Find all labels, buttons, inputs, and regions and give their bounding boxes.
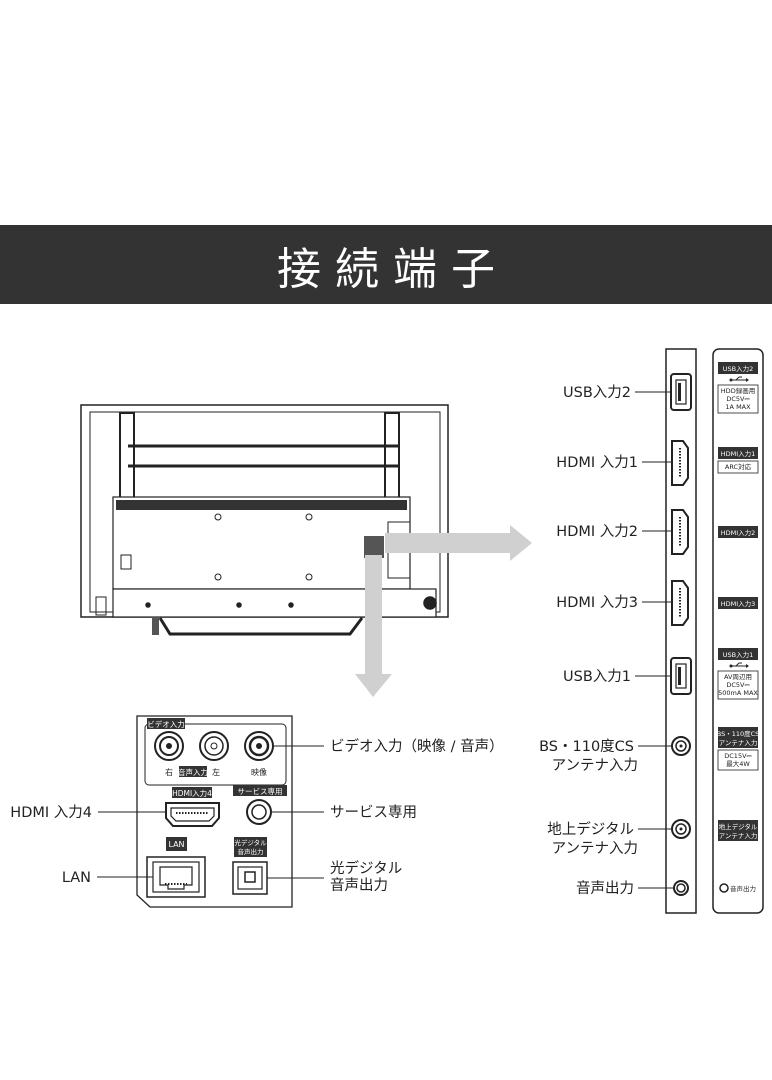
title-banner: 接続端子 <box>0 225 772 304</box>
audio-callout-label: 音声出力 <box>576 879 634 897</box>
optical-tag-line2: 音声出力 <box>238 847 264 856</box>
rca-left-label: 左 <box>212 767 220 777</box>
hdmi3-port <box>671 580 689 626</box>
video-in-tag: ビデオ入力 <box>147 719 185 729</box>
usb1-badge-title: USB入力1 <box>723 650 753 659</box>
service-jack <box>246 799 272 825</box>
hdmi4-port <box>165 802 220 827</box>
callout-hdmi4: HDMI 入力4 <box>10 804 92 821</box>
optical-port <box>232 861 268 895</box>
hdmi2-badge: HDMI入力2 <box>718 526 758 538</box>
hdmi3-badge-title: HDMI入力3 <box>721 599 756 608</box>
hdmi1-badge-line1: ARC対応 <box>725 462 752 471</box>
bs-callout-label-line1: BS・110度CS <box>539 738 634 755</box>
terr-callout-label-line1: 地上デジタル <box>547 820 634 838</box>
callout-video-in: ビデオ入力（映像 / 音声） <box>330 737 504 755</box>
audio-badge: 音声出力 <box>719 883 756 893</box>
audio-in-tag: 音声入力 <box>178 767 208 777</box>
callout-optical-line2: 音声出力 <box>330 876 388 894</box>
hdmi2-badge-title: HDMI入力2 <box>721 528 756 537</box>
hdmi1-badge-title: HDMI入力1 <box>721 449 756 458</box>
lan-tag: LAN <box>168 840 184 849</box>
side-panel-ports <box>670 373 692 896</box>
hdmi2-port <box>671 509 689 555</box>
service-tag: サービス専用 <box>238 786 283 796</box>
terr-badge-title-line2: アンテナ入力 <box>719 831 758 840</box>
bs-badge-title-line1: BS・110度CS <box>717 729 760 738</box>
usb1-callout-label: USB入力1 <box>563 668 631 685</box>
hdmi3-callout-label: HDMI 入力3 <box>556 594 638 611</box>
hdmi4-tag: HDMI入力4 <box>172 788 212 798</box>
usb2-badge-line3: 1A MAX <box>725 403 751 411</box>
usb2-callout-label: USB入力2 <box>563 384 631 401</box>
rca-right-label: 右 <box>165 767 173 777</box>
usb1-port <box>670 657 692 695</box>
usb-symbol-icon <box>729 664 733 668</box>
optical-tag-line1: 光デジタル <box>234 838 267 847</box>
terr-port <box>671 819 691 839</box>
headphone-icon <box>719 883 729 893</box>
usb2-badge-title: USB入力2 <box>723 364 753 373</box>
callout-lan: LAN <box>62 870 91 886</box>
bs-callout-label-line2: アンテナ入力 <box>552 757 638 774</box>
usb-symbol-icon <box>729 378 733 382</box>
audio-port <box>673 880 689 896</box>
bottom-panel: ビデオ入力 右 音声入力 左 映像 HDMI入力4 <box>136 715 293 908</box>
usb1-badge-line3: 500mA MAX <box>718 689 758 697</box>
audio-badge-title: 音声出力 <box>730 884 756 893</box>
bs-port <box>671 736 691 756</box>
arrow-down <box>355 555 392 697</box>
bs-badge-title-line2: アンテナ入力 <box>719 738 758 747</box>
page-title: 接続端子 <box>277 243 509 295</box>
terr-badge-title-line1: 地上デジタル <box>719 822 758 831</box>
usb1-badge-line1: AV周辺用 <box>724 673 752 681</box>
terr-callout-label-line2: アンテナ入力 <box>552 840 638 857</box>
bs-badge-line2: 最大4W <box>726 759 750 768</box>
rca-video-label: 映像 <box>251 767 267 777</box>
rca-video-jack <box>244 731 274 761</box>
usb2-badge-line1: HDD録画用 <box>721 386 755 395</box>
arrow-right <box>385 525 532 561</box>
usb2-port <box>670 373 692 411</box>
tv-back-illustration <box>80 404 449 636</box>
hdmi3-badge: HDMI入力3 <box>718 597 758 609</box>
bs-badge-line1: DC15V⎓ <box>724 752 751 760</box>
callout-service: サービス専用 <box>330 804 417 821</box>
bottom-panel-callouts <box>97 745 324 879</box>
usb1-badge-line2: DC5V⎓ <box>726 681 749 689</box>
callout-optical-line1: 光デジタル <box>330 859 402 877</box>
rca-left-jack <box>199 731 229 761</box>
hdmi1-port <box>671 440 689 486</box>
lan-port <box>146 856 206 898</box>
hdmi1-callout-label: HDMI 入力1 <box>556 454 638 471</box>
usb2-badge-line2: DC5V⎓ <box>726 395 749 403</box>
hdmi2-callout-label: HDMI 入力2 <box>556 523 638 540</box>
rca-right-jack <box>154 731 184 761</box>
